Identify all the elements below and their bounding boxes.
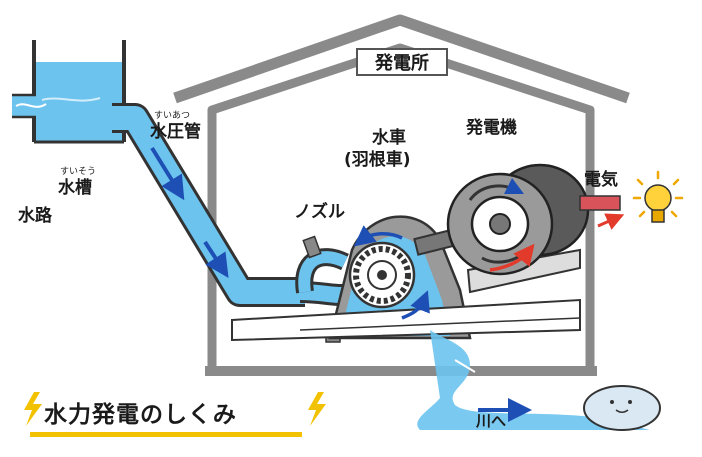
- label-generator: 発電機: [466, 118, 517, 138]
- generator: [446, 163, 590, 276]
- water-tank: [32, 40, 126, 144]
- waterway: [12, 93, 47, 119]
- light-bulb: [632, 170, 684, 223]
- label-penstock: 水圧管: [150, 122, 201, 142]
- building-sign: 発電所: [356, 48, 448, 76]
- outflow-water: [417, 330, 650, 430]
- diagram-title: 水力発電のしくみ: [44, 402, 237, 428]
- label-water-tank: 水槽: [58, 178, 92, 198]
- label-water-wheel-sub: (羽根車): [344, 150, 411, 170]
- title-underline: [30, 432, 302, 437]
- label-penstock-reading: すいあつ: [154, 111, 191, 121]
- lightning-icon: [24, 392, 326, 426]
- seal-mascot: [583, 385, 661, 431]
- label-water-wheel: 水車: [372, 128, 406, 148]
- electric-cable: [579, 195, 625, 230]
- penstock-pipe: [112, 103, 363, 307]
- label-nozzle: ノズル: [294, 202, 345, 222]
- label-to-river: 川へ: [476, 412, 507, 430]
- label-water-tank-reading: すいそう: [60, 167, 97, 177]
- label-waterway: 水路: [18, 206, 52, 226]
- water-wheel: [348, 225, 430, 320]
- label-electricity: 電気: [584, 170, 618, 190]
